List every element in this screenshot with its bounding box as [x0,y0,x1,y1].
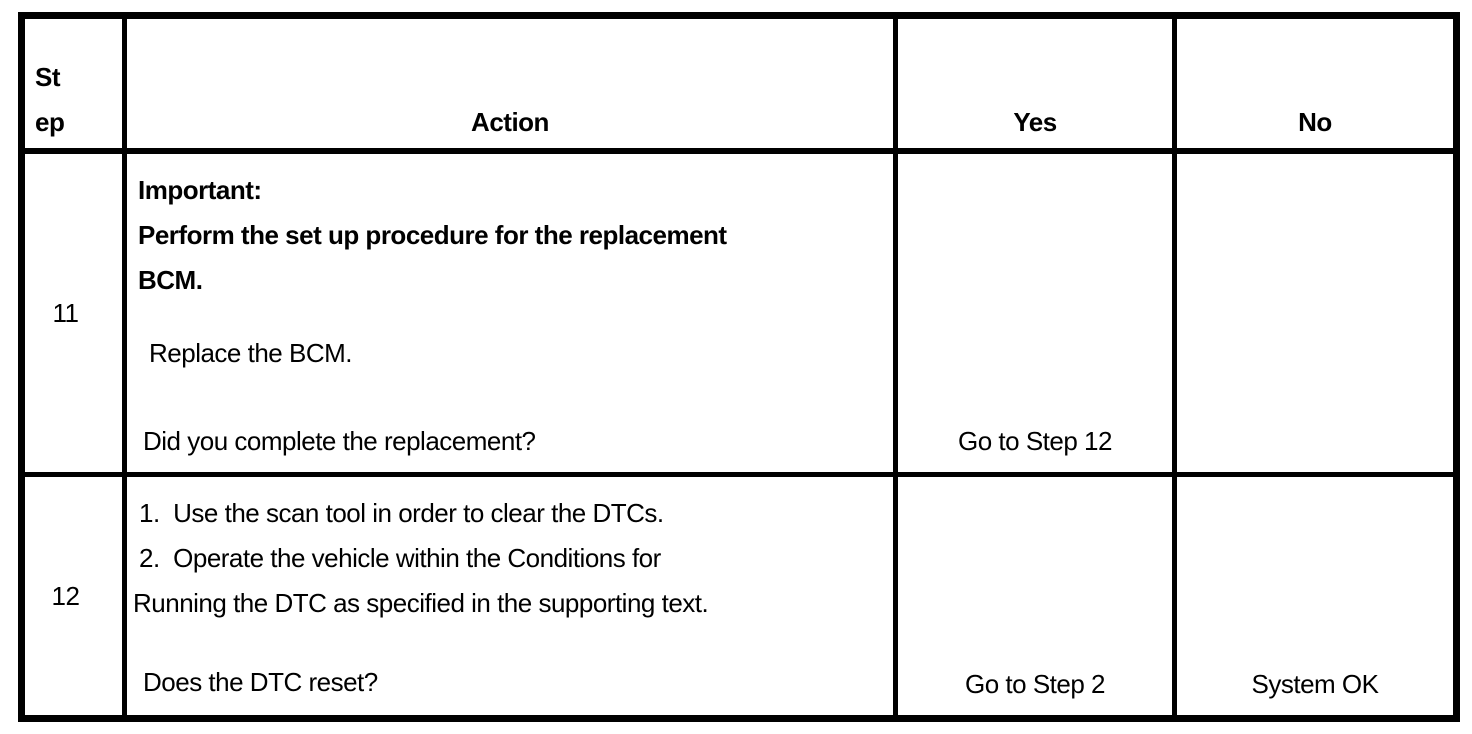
action-list-item-2: 2. Operate the vehicle within the Condit… [139,543,661,573]
row-11-action-cell: Important: Perform the set up procedure … [127,154,898,477]
important-statement-line2: BCM. [138,265,203,295]
header-step-label-line2: ep [35,107,65,137]
action-list-item-2-continued: Running the DTC as specified in the supp… [133,588,709,618]
header-no-label: No [1298,107,1332,137]
row-11-step-cell: 11 [25,154,127,477]
row-12-no-cell: System OK [1177,477,1453,715]
header-step-label-line1: St [35,62,61,92]
header-yes-label: Yes [1013,107,1057,137]
header-no-column: No [1177,19,1453,154]
row-12-step-cell: 12 [25,477,127,715]
row-11-yes-cell: Go to Step 12 [898,154,1177,477]
important-label: Important: [138,175,262,205]
important-statement-line1: Perform the set up procedure for the rep… [138,220,727,250]
row-11-no-cell [1177,154,1453,477]
step-number: 11 [52,297,80,328]
header-step-column: St ep [25,19,127,154]
header-action-column: Action [127,19,898,154]
yes-result: Go to Step 12 [958,426,1112,456]
no-result: System OK [1251,669,1379,699]
yes-result: Go to Step 2 [965,669,1105,699]
row-12-action-cell: 1. Use the scan tool in order to clear t… [127,477,898,715]
header-yes-column: Yes [898,19,1177,154]
action-question: Does the DTC reset? [143,667,378,697]
action-list-item-1: 1. Use the scan tool in order to clear t… [139,498,664,528]
row-12-yes-cell: Go to Step 2 [898,477,1177,715]
diagnostic-step-table: St ep Action Yes No 11 Important: Perfor… [18,12,1460,722]
action-instruction: Replace the BCM. [149,338,352,368]
header-action-label: Action [471,107,549,137]
action-question: Did you complete the replacement? [143,426,536,456]
step-number: 12 [51,580,80,611]
